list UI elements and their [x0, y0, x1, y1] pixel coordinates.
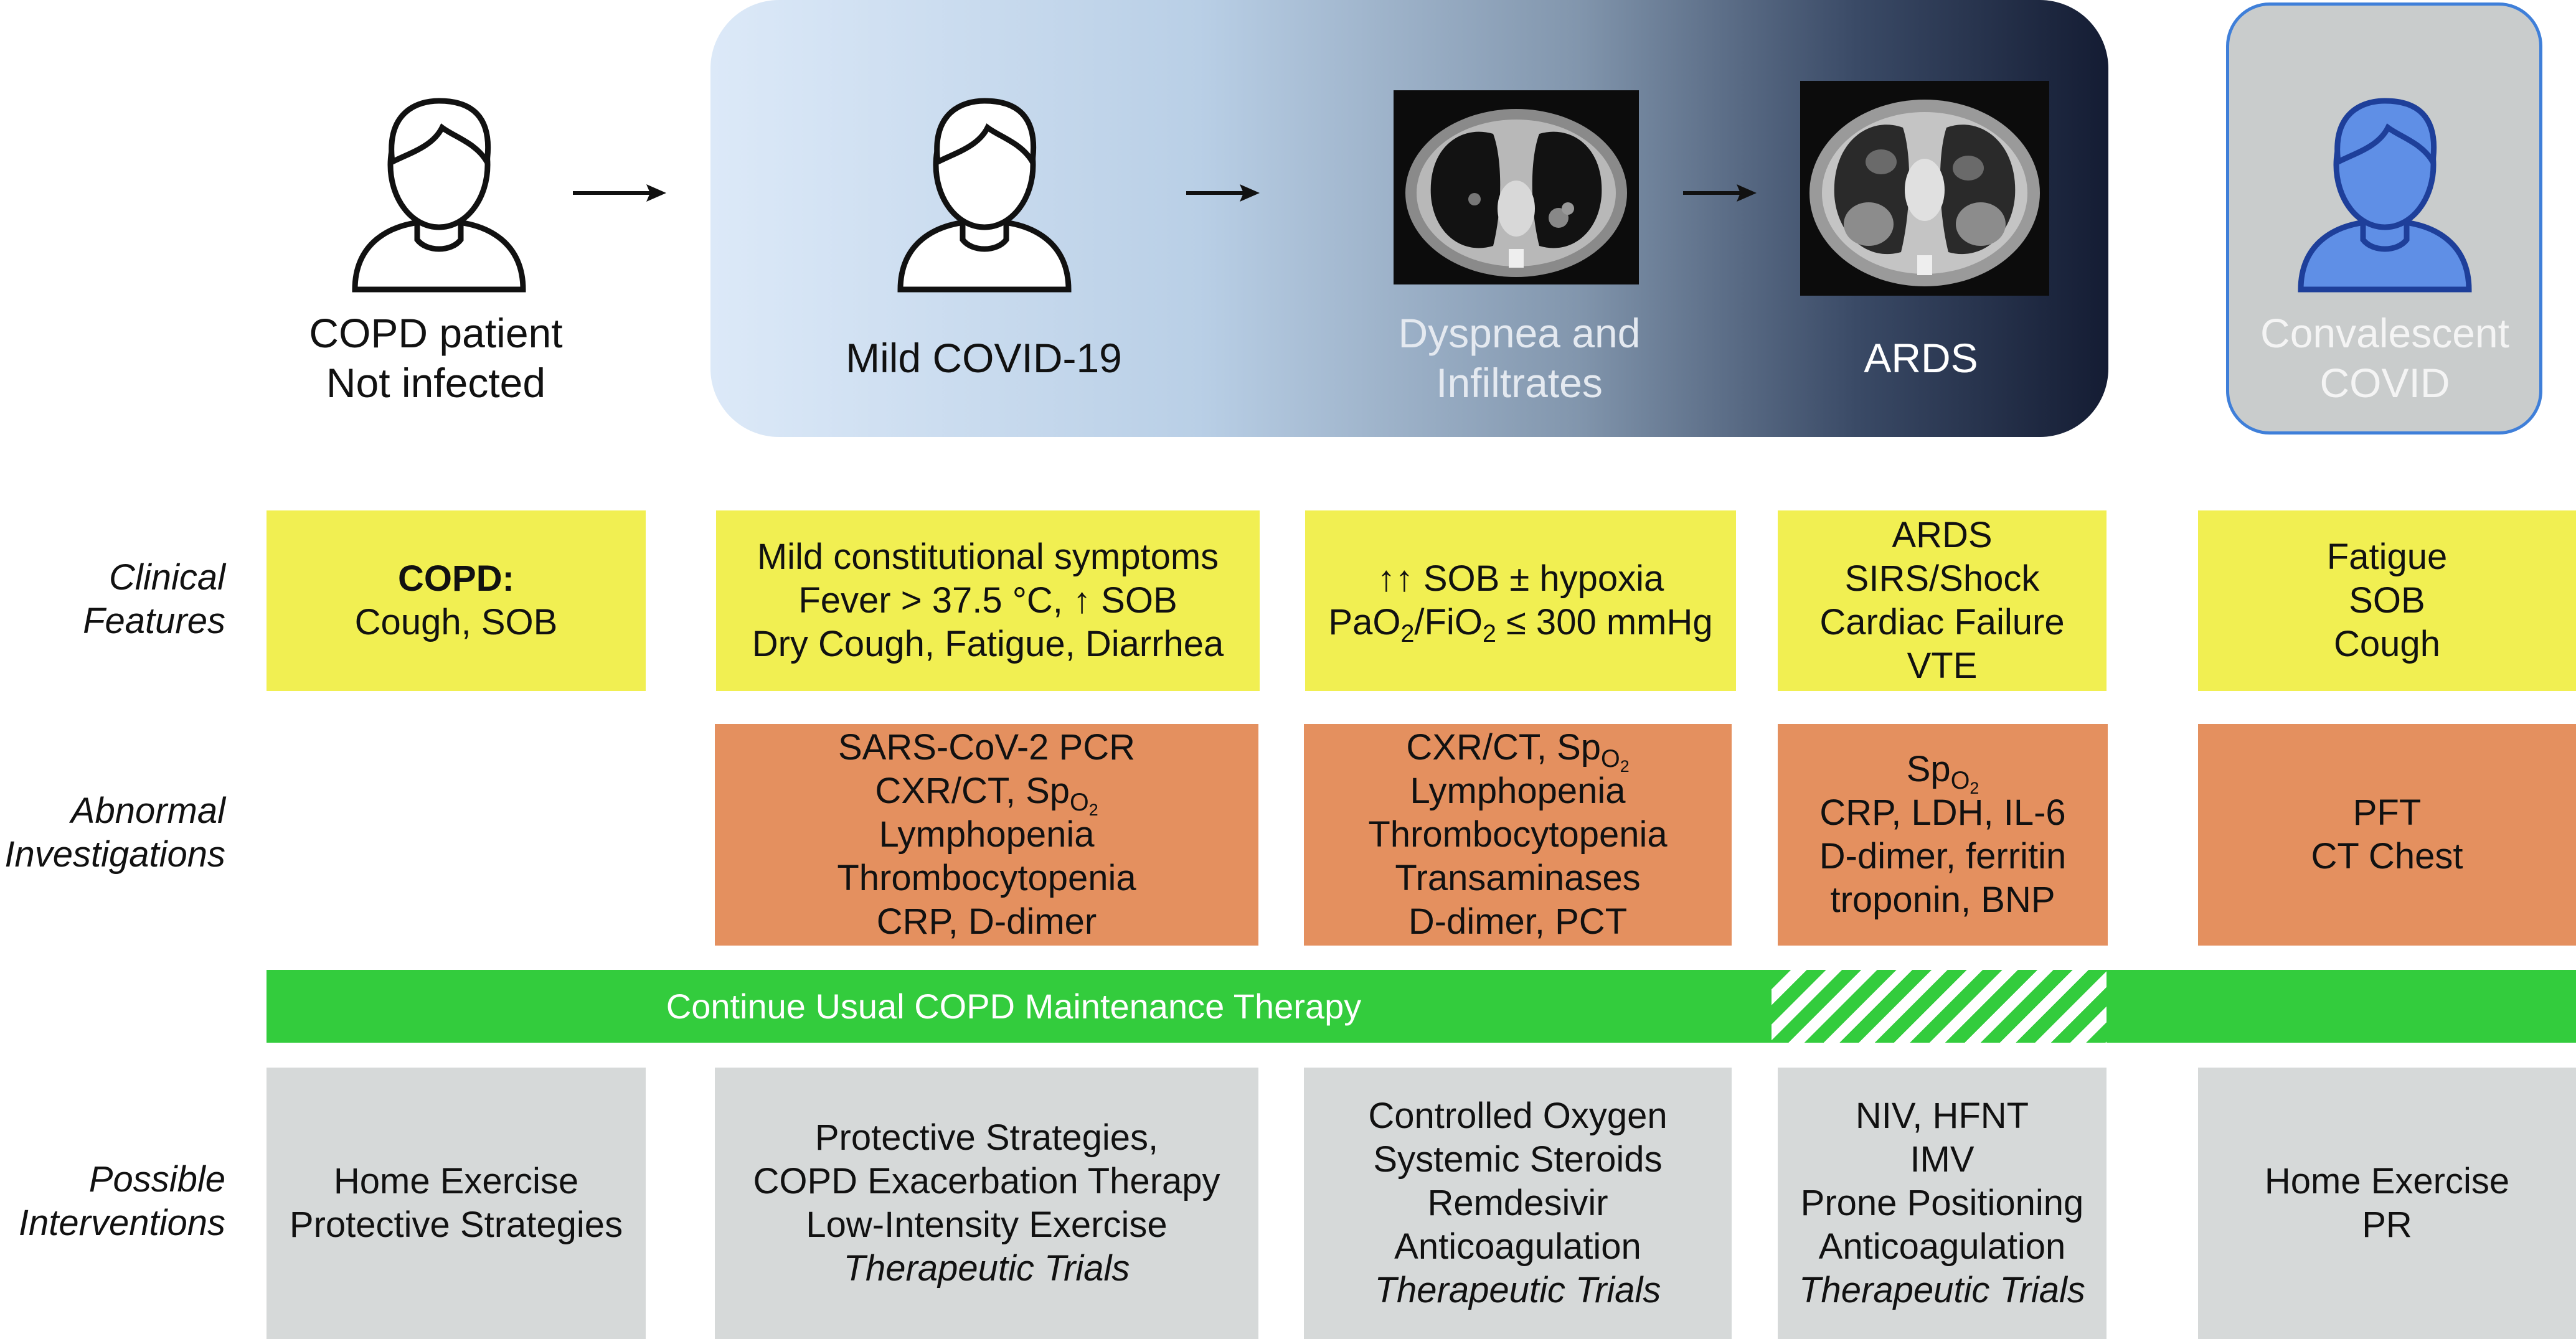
clinical-box-dyspnea: ↑↑ SOB ± hypoxia PaO2/FiO2 ≤ 300 mmHg: [1305, 510, 1736, 691]
intervention-box-ards: NIV, HFNT IMV Prone Positioning Anticoag…: [1778, 1068, 2107, 1339]
clinical-box-mild: Mild constitutional symptoms Fever > 37.…: [716, 510, 1260, 691]
person-icon: [352, 98, 526, 293]
investigation-box-dyspnea: CXR/CT, SpO2 Lymphopenia Thrombocytopeni…: [1304, 724, 1732, 946]
person-icon: [2298, 98, 2472, 293]
intervention-box-convalescent: Home Exercise PR: [2198, 1068, 2576, 1339]
intervention-box-mild: Protective Strategies, COPD Exacerbation…: [715, 1068, 1258, 1339]
maintenance-bar-hatched-segment: [1772, 970, 2107, 1043]
lung-ct-image: [1800, 81, 2049, 296]
intervention-box-copd: Home Exercise Protective Strategies: [267, 1068, 646, 1339]
clinical-box-convalescent: Fatigue SOB Cough: [2198, 510, 2576, 691]
stage-label-mild: Mild COVID-19: [846, 335, 1122, 381]
investigation-box-mild: SARS-CoV-2 PCR CXR/CT, SpO2 Lymphopenia …: [715, 724, 1258, 946]
investigation-box-convalescent: PFT CT Chest: [2198, 724, 2576, 946]
arrow-right-icon: [573, 184, 666, 202]
maintenance-therapy-bar: [267, 970, 2576, 1043]
arrow-right-icon: [1186, 184, 1260, 202]
clinical-box-copd: COPD: Cough, SOB: [267, 510, 646, 691]
intervention-box-dyspnea: Controlled Oxygen Systemic Steroids Remd…: [1304, 1068, 1732, 1339]
lung-ct-image: [1394, 90, 1639, 284]
stage-label-ards: ARDS: [1864, 335, 1978, 381]
maintenance-bar-label: Continue Usual COPD Maintenance Therapy: [666, 987, 1362, 1026]
clinical-box-ards: ARDS SIRS/Shock Cardiac Failure VTE: [1778, 510, 2107, 691]
arrow-right-icon: [1683, 184, 1757, 202]
investigation-box-ards: SpO2 CRP, LDH, IL-6 D-dimer, ferritin tr…: [1778, 724, 2108, 946]
person-icon: [897, 98, 1072, 293]
